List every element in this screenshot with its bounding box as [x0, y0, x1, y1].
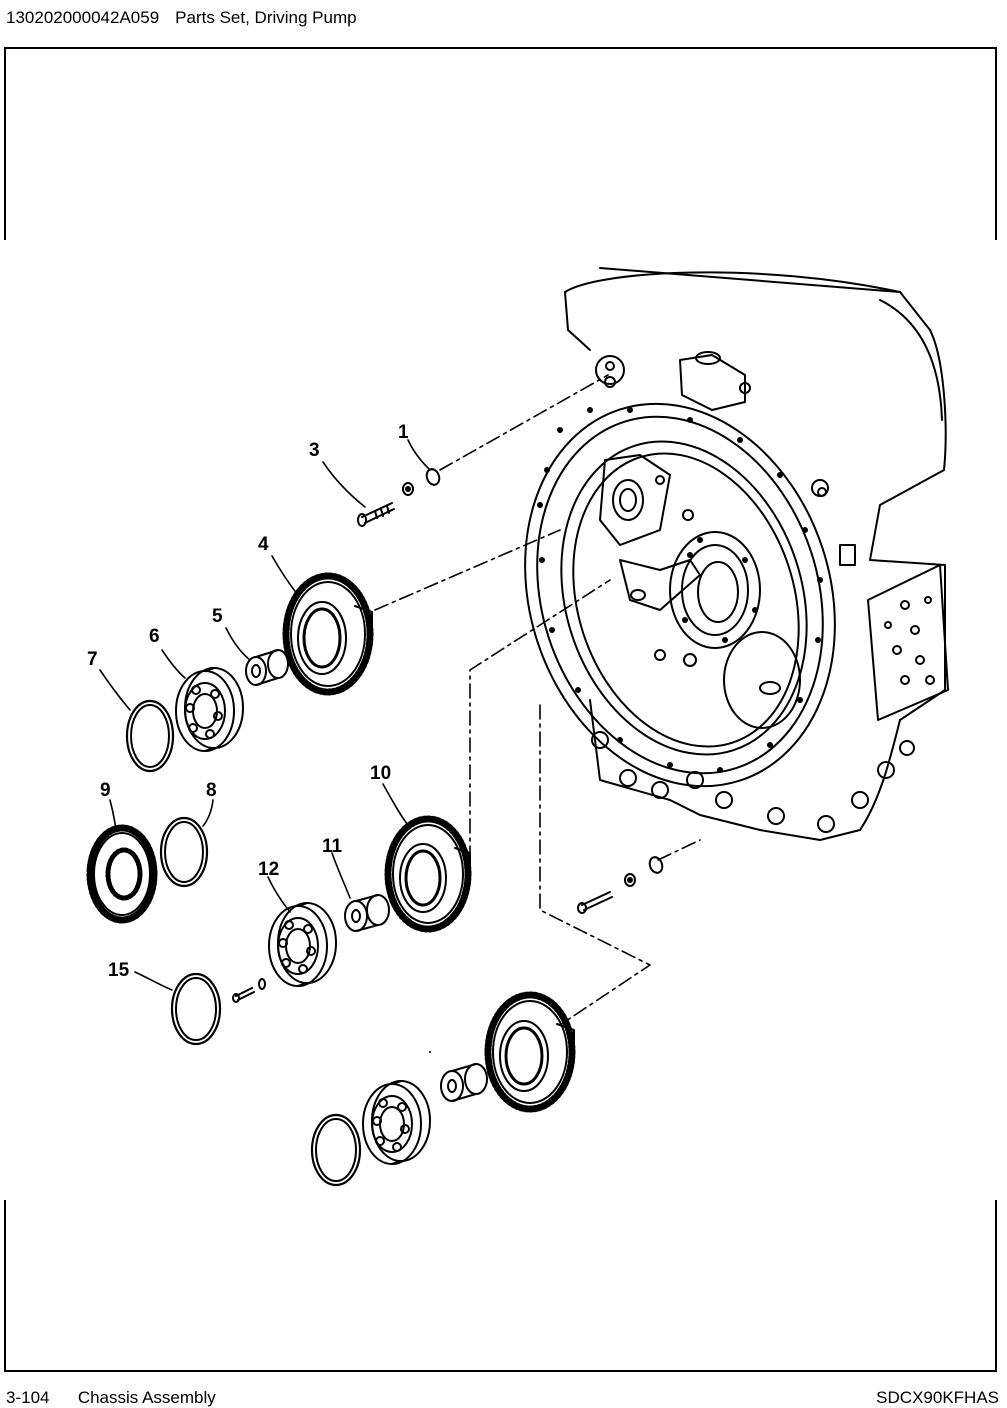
- document-code: SDCX90KFHAS: [876, 1388, 999, 1407]
- pump-drive-housing: [524, 267, 949, 841]
- page-header: 130202000042A059 Parts Set, Driving Pump: [6, 8, 357, 28]
- part-number: 130202000042A059: [6, 8, 160, 27]
- part-3-bolt: [357, 502, 395, 527]
- callout-15: 15: [108, 960, 130, 981]
- callout-9: 9: [100, 780, 111, 801]
- assembly-centerlines: [374, 374, 701, 1026]
- leader-lines: [99, 439, 431, 991]
- part-9-splined-gear: [86, 824, 158, 924]
- callout-12: 12: [258, 859, 279, 880]
- lower-gear-set: [310, 991, 576, 1187]
- part-1-washer: [402, 468, 441, 496]
- small-bolt-lower-left: [232, 978, 266, 1003]
- callout-1: 1: [398, 422, 409, 443]
- callout-11: 11: [322, 836, 343, 857]
- part-6-bearing: [175, 667, 244, 752]
- page-title: Parts Set, Driving Pump: [175, 8, 357, 27]
- bolt-right: [577, 856, 664, 914]
- part-12-bearing: [268, 902, 337, 987]
- section-name: Chassis Assembly: [77, 1388, 216, 1407]
- page-number: 3-104: [6, 1388, 50, 1407]
- callout-5: 5: [212, 606, 223, 627]
- part-5-bushing: [245, 649, 289, 686]
- callout-3: 3: [309, 440, 320, 461]
- callout-labels: 1 3 4 5 6 7 8 9 10 11 12 15: [87, 422, 409, 981]
- part-15-snap-ring: [170, 972, 222, 1046]
- callout-7: 7: [87, 649, 98, 670]
- part-4-drive-gear: [282, 572, 374, 696]
- callout-4: 4: [258, 534, 269, 555]
- part-8-snap-ring: [159, 816, 209, 888]
- callout-8: 8: [206, 780, 217, 801]
- part-11-bushing: [344, 894, 390, 932]
- callout-6: 6: [149, 626, 160, 647]
- callout-10: 10: [370, 763, 391, 784]
- part-10-idler-gear: [384, 815, 472, 933]
- part-7-snap-ring: [125, 699, 175, 773]
- page-footer-left: 3-104 Chassis Assembly: [6, 1388, 216, 1408]
